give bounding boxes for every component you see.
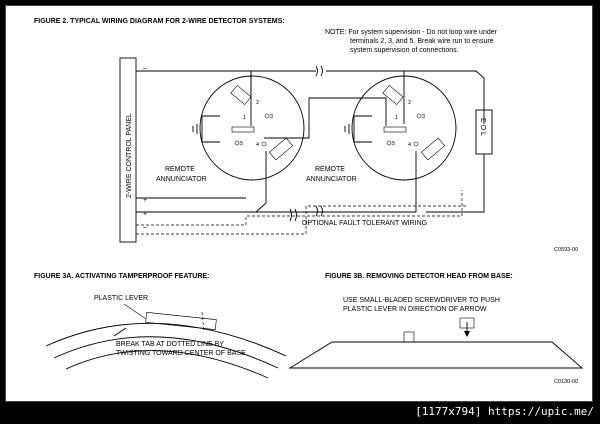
watermark: [1177x794] https://upic.me/ [415, 405, 594, 418]
eol-label: E O L [479, 118, 486, 136]
figure3b-instruction-line2: PLASTIC LEVER IN DIRECTION OF ARROW [343, 306, 487, 313]
figure2-note-line1: NOTE: For system supervision - Do not lo… [325, 29, 498, 36]
base2-terminal-3: 3 [422, 114, 425, 120]
remote-annunciator-1-line2: ANNUNCIATOR [156, 176, 207, 183]
base2-terminal-2: 2 [408, 100, 411, 106]
document-sheet: FIGURE 2. TYPICAL WIRING DIAGRAM FOR 2-W… [5, 5, 593, 402]
base1-terminal-5: 5 [240, 141, 243, 147]
control-panel: 2-WIRE CONTROL PANEL – + + – [119, 57, 147, 243]
detector-head-side-view: USE SMALL-BLADED SCREWDRIVER TO PUSH PLA… [288, 297, 584, 369]
figure3b-title: FIGURE 3B. REMOVING DETECTOR HEAD FROM B… [325, 273, 513, 280]
base2-terminal-1: 1 [395, 115, 398, 121]
remote-annunciator-1: REMOTE ANNUNCIATOR [156, 115, 220, 183]
figure3a-title: FIGURE 3A. ACTIVATING TAMPERPROOF FEATUR… [34, 273, 209, 280]
main-wiring [136, 65, 485, 222]
base2-terminal-5: 5 [392, 141, 395, 147]
optional-fault-tolerant-wiring: OPTIONAL FAULT TOLERANT WIRING [136, 190, 466, 235]
figure2-title: FIGURE 2. TYPICAL WIRING DIAGRAM FOR 2-W… [34, 18, 285, 25]
wire-break-symbol-top [315, 65, 323, 77]
optional-wiring-label: OPTIONAL FAULT TOLERANT WIRING [302, 220, 427, 227]
base1-terminal-3: 3 [270, 114, 273, 120]
control-panel-label: 2-WIRE CONTROL PANEL [126, 113, 133, 198]
remote-annunciator-2: REMOTE ANNUNCIATOR [306, 115, 372, 183]
remote-annunciator-2-line2: ANNUNCIATOR [306, 176, 357, 183]
panel-minus-bottom: – [143, 224, 147, 231]
base2-terminal-4: 4 [408, 142, 411, 148]
figure2-note-line3: system supervision of connections. [350, 47, 459, 54]
break-tab-line2: TWISTING TOWARD CENTER OF BASE [116, 350, 246, 357]
remote-annunciator-1-line1: REMOTE [165, 166, 195, 173]
detector-base-2: 1 2 3 4 5 [351, 75, 457, 181]
wire-break-symbol-dashed [289, 208, 297, 222]
figure3b-code: C0130-00 [554, 379, 578, 385]
wiring-diagram-figure: FIGURE 2. TYPICAL WIRING DIAGRAM FOR 2-W… [34, 18, 584, 385]
base1-terminal-2: 2 [256, 100, 259, 106]
plastic-lever-label: PLASTIC LEVER [94, 295, 148, 302]
figure2-note-line2: terminals 2, 3, and 5. Break wire run to… [350, 38, 494, 45]
panel-minus-top: – [143, 65, 147, 72]
direction-arrow-icon [464, 331, 470, 337]
base1-terminal-1: 1 [243, 115, 246, 121]
remote-annunciator-2-line1: REMOTE [315, 166, 345, 173]
panel-plus-1: + [143, 197, 147, 204]
figure3b-instruction-line1: USE SMALL-BLADED SCREWDRIVER TO PUSH [343, 297, 500, 304]
panel-plus-2: + [143, 211, 147, 218]
detector-base-1: 1 2 3 4 5 [199, 75, 305, 181]
break-tab-line1: BREAK TAB AT DOTTED LINE BY [116, 341, 224, 348]
base1-terminal-4: 4 [256, 142, 259, 148]
wire-break-symbol-mid [315, 205, 323, 217]
tamperproof-base-illustration: PLASTIC LEVER BREAK TAB AT DOTTED LINE B… [45, 295, 287, 379]
figure2-code: C0593-00 [554, 247, 578, 253]
eol-resistor: E O L [475, 109, 493, 155]
